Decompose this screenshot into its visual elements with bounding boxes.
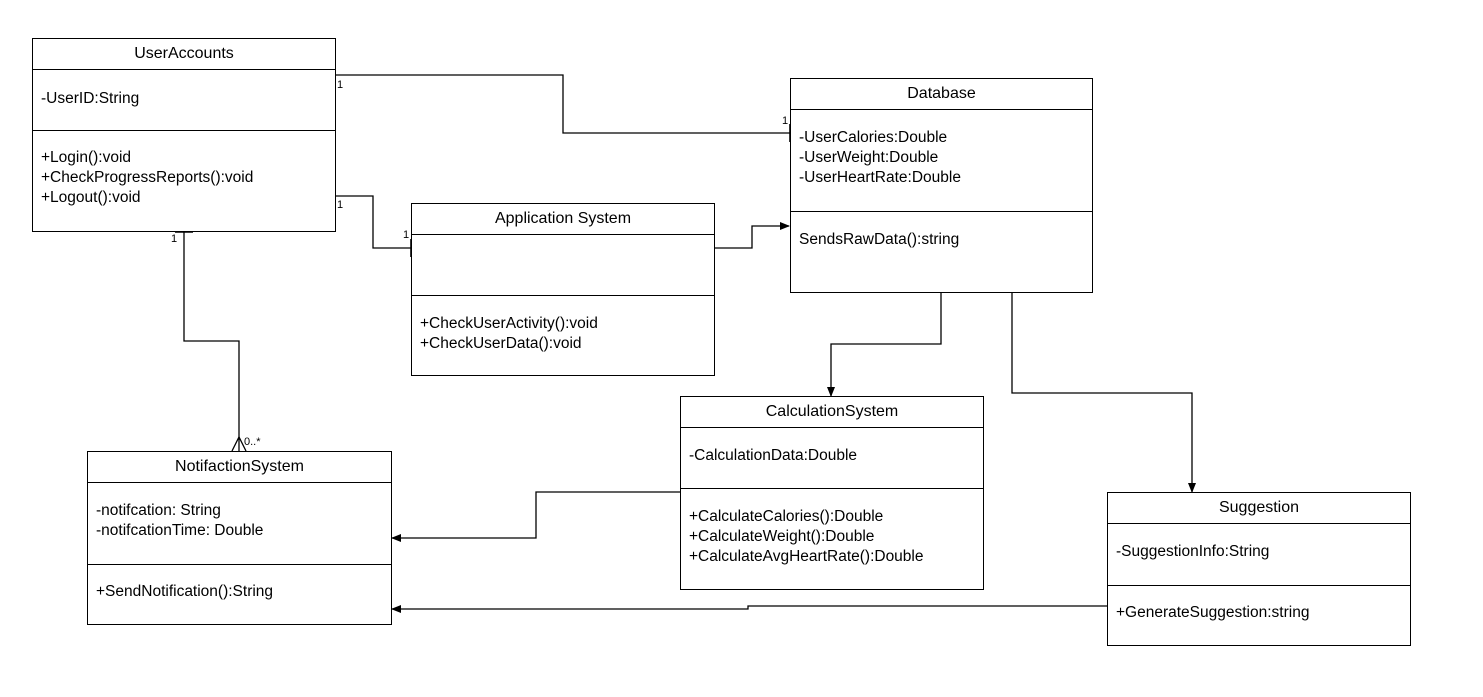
operation-section: SendsRawData():string: [791, 212, 1092, 256]
operation: +GenerateSuggestion:string: [1116, 604, 1310, 621]
connector-useraccounts-application: [335, 195, 411, 249]
class-name: NotifactionSystem: [88, 452, 391, 483]
operation: +CalculateAvgHeartRate():Double: [689, 548, 924, 565]
attribute-section: -CalculationData:Double: [681, 428, 983, 489]
multiplicity-label: 1: [337, 79, 344, 91]
connector-useraccounts-notification: [183, 232, 240, 451]
multiplicity-label: 1: [337, 199, 344, 211]
attribute: -notifcation: String: [96, 502, 221, 519]
operation: +CalculateCalories():Double: [689, 508, 884, 525]
operation: +CheckProgressReports():void: [41, 169, 254, 186]
multiplicity-label: 1: [782, 115, 789, 127]
attribute: -UserWeight:Double: [799, 149, 939, 166]
operation: +Login():void: [41, 149, 132, 166]
operation-section: +CalculateCalories():Double +CalculateWe…: [681, 489, 983, 573]
connector-database-calculation: [827, 293, 942, 397]
crowfoot-notification: [231, 435, 247, 452]
operation-section: +Login():void +CheckProgressReports():vo…: [33, 131, 335, 214]
class-name: CalculationSystem: [681, 397, 983, 428]
operation: +CheckUserData():void: [420, 335, 582, 352]
class-name: Application System: [412, 204, 714, 235]
class-suggestion[interactable]: Suggestion -SuggestionInfo:String +Gener…: [1107, 492, 1411, 646]
attribute: -UserHeartRate:Double: [799, 169, 961, 186]
connector-useraccounts-database: [335, 74, 790, 134]
attribute-section: -UserCalories:Double -UserWeight:Double …: [791, 110, 1092, 212]
class-useraccounts[interactable]: UserAccounts -UserID:String +Login():voi…: [32, 38, 336, 232]
class-application-system[interactable]: Application System +CheckUserActivity():…: [411, 203, 715, 376]
operation-section: +CheckUserActivity():void +CheckUserData…: [412, 296, 714, 360]
operation: +CheckUserActivity():void: [420, 315, 598, 332]
operation: +SendNotification():String: [96, 583, 274, 600]
attribute: -CalculationData:Double: [689, 447, 858, 464]
operation: +Logout():void: [41, 189, 141, 206]
class-name: UserAccounts: [33, 39, 335, 70]
attribute: -notifcationTime: Double: [96, 522, 264, 539]
attribute-section: -SuggestionInfo:String: [1108, 524, 1410, 586]
operation: SendsRawData():string: [799, 231, 960, 248]
attribute-section: [412, 235, 714, 296]
connector-database-suggestion: [1011, 293, 1196, 493]
attribute-section: -UserID:String: [33, 70, 335, 131]
multiplicity-label: 0..*: [244, 436, 261, 448]
operation-section: +SendNotification():String: [88, 565, 391, 608]
class-calculation-system[interactable]: CalculationSystem -CalculationData:Doubl…: [680, 396, 984, 590]
operation: +CalculateWeight():Double: [689, 528, 875, 545]
class-database[interactable]: Database -UserCalories:Double -UserWeigh…: [790, 78, 1093, 293]
attribute: -UserCalories:Double: [799, 129, 948, 146]
attribute: -UserID:String: [41, 90, 140, 107]
attribute-section: -notifcation: String -notifcationTime: D…: [88, 483, 391, 565]
class-name: Database: [791, 79, 1092, 110]
connector-application-database: [714, 222, 790, 249]
connector-suggestion-notification: [391, 605, 1107, 613]
multiplicity-label: 1: [403, 229, 410, 241]
attribute: -SuggestionInfo:String: [1116, 543, 1270, 560]
class-notifaction-system[interactable]: NotifactionSystem -notifcation: String -…: [87, 451, 392, 625]
multiplicity-label: 1: [171, 233, 178, 245]
class-name: Suggestion: [1108, 493, 1410, 524]
connector-calculation-notification: [391, 491, 680, 542]
operation-section: +GenerateSuggestion:string: [1108, 586, 1410, 629]
